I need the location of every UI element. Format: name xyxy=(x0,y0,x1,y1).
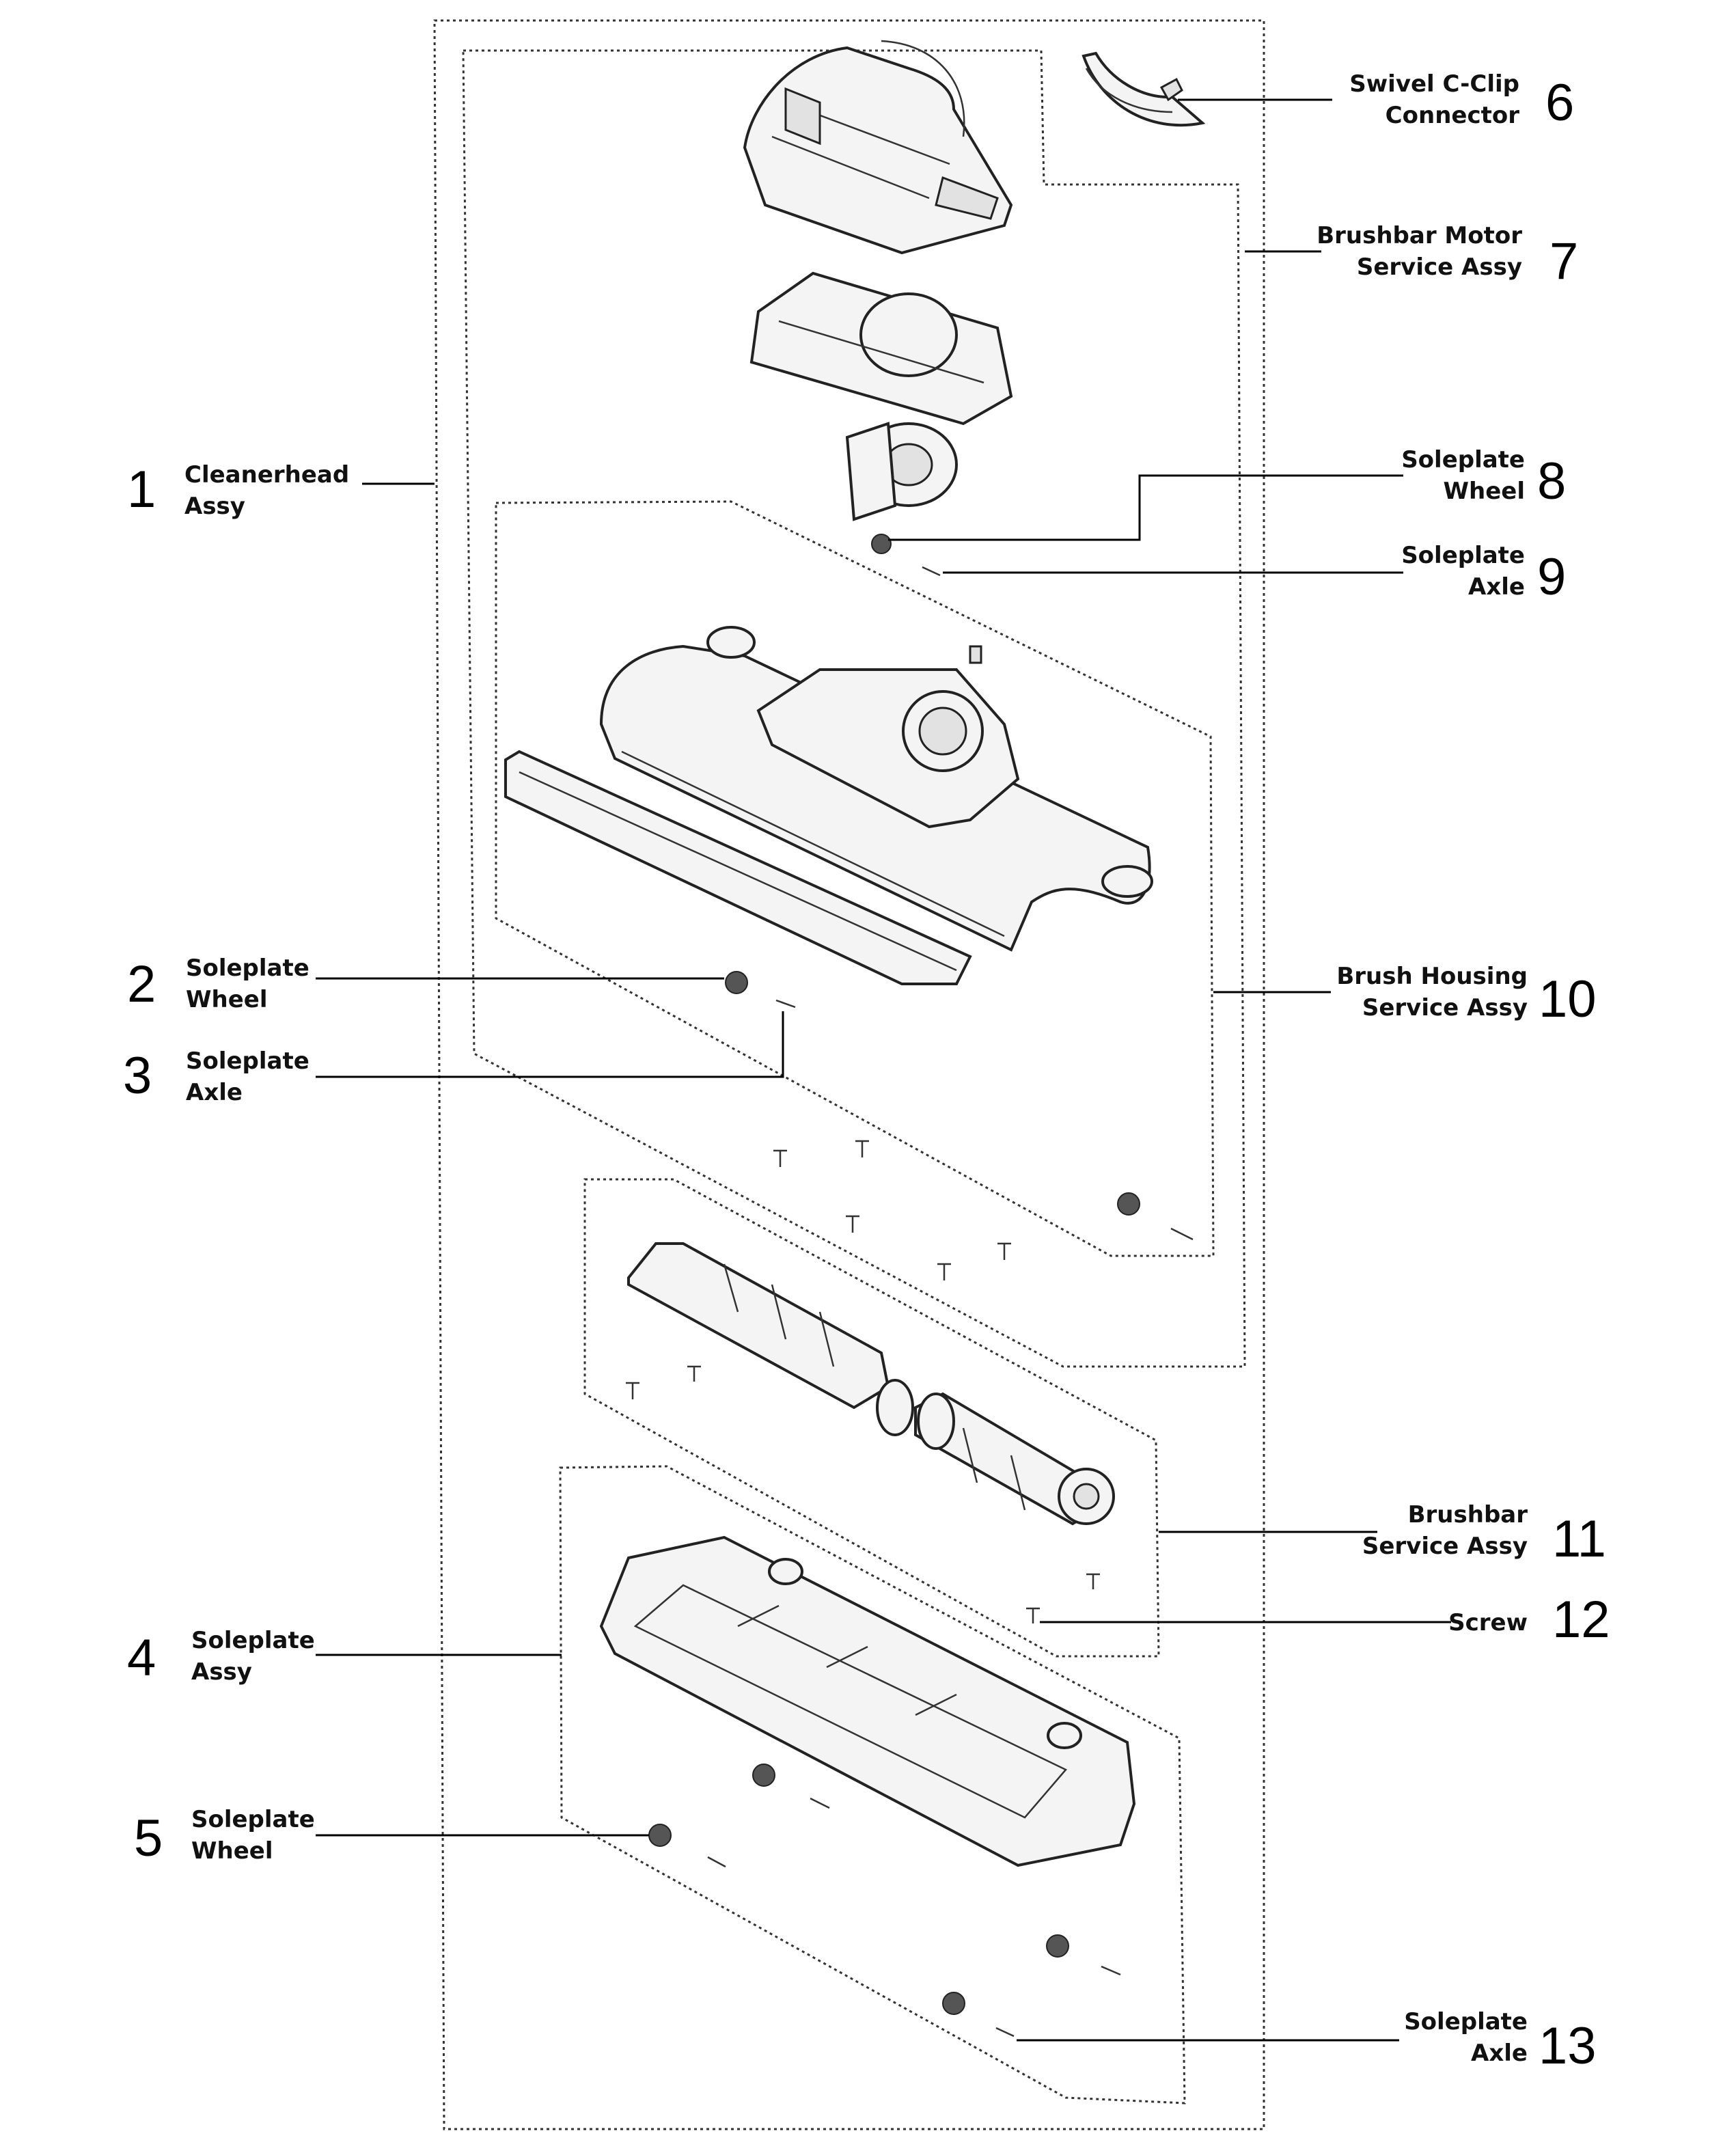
callout-10: Brush Housing Service Assy 10 xyxy=(1336,963,1596,1028)
callout-8-label-line1: Soleplate xyxy=(1401,446,1525,474)
callout-11: Brushbar Service Assy 11 xyxy=(1362,1501,1606,1568)
callout-4: 4 Soleplate Assy xyxy=(127,1627,315,1687)
swivel-c-clip-part xyxy=(1081,51,1206,127)
callout-13-label-line1: Soleplate xyxy=(1404,2008,1528,2035)
callout-7: Brushbar Motor Service Assy 7 xyxy=(1317,222,1578,290)
callout-9: Soleplate Axle 9 xyxy=(1401,542,1566,606)
callout-10-label-line2: Service Assy xyxy=(1362,994,1528,1021)
callout-4-label-line1: Soleplate xyxy=(191,1627,315,1654)
callout-5-label-line2: Wheel xyxy=(191,1837,273,1865)
soleplate-wheel-2-part xyxy=(725,971,748,994)
screw-12-part xyxy=(1026,1573,1100,1623)
leader-lines xyxy=(316,98,1451,2042)
callout-7-label-line1: Brushbar Motor xyxy=(1317,222,1522,249)
callout-8: Soleplate Wheel 8 xyxy=(1401,446,1566,510)
soleplate-part xyxy=(599,1535,1136,1867)
callout-3-label-line1: Soleplate xyxy=(186,1047,309,1075)
assembly-boundaries xyxy=(433,19,1265,2130)
callout-8-number: 8 xyxy=(1537,452,1566,510)
leader-3 xyxy=(316,1011,784,1078)
soleplate-axle-3-part xyxy=(775,999,796,1009)
brush-housing-boundary xyxy=(495,500,1215,1257)
callout-6: Swivel C-Clip Connector 6 xyxy=(1349,70,1574,132)
callout-12-label-line1: Screw xyxy=(1448,1609,1528,1636)
callout-11-label-line1: Brushbar xyxy=(1408,1501,1528,1528)
callout-3: 3 Soleplate Axle xyxy=(123,1047,309,1106)
callout-6-label-line2: Connector xyxy=(1386,102,1520,129)
callout-4-number: 4 xyxy=(127,1629,156,1687)
motor-cover-part xyxy=(743,40,1013,255)
callout-2-label-line1: Soleplate xyxy=(186,955,309,982)
callout-4-label-line2: Assy xyxy=(191,1658,252,1686)
callout-5: 5 Soleplate Wheel xyxy=(134,1806,315,1867)
callout-2-number: 2 xyxy=(127,955,156,1013)
soleplate-wheel-8-part xyxy=(871,534,892,554)
callout-2-label-line2: Wheel xyxy=(186,986,267,1013)
brushbar-motor-part xyxy=(749,271,1013,521)
callout-10-number: 10 xyxy=(1539,970,1597,1028)
callout-1: 1 Cleanerhead Assy xyxy=(127,461,349,520)
callout-1-label-line2: Assy xyxy=(184,493,245,520)
callout-7-number: 7 xyxy=(1549,232,1578,290)
soleplate-axle-9-part xyxy=(922,566,941,577)
cleanerhead-assy-boundary xyxy=(433,19,1265,2130)
brush-housing-part xyxy=(504,626,1153,985)
callout-6-number: 6 xyxy=(1545,74,1574,132)
callout-3-label-line2: Axle xyxy=(186,1079,243,1106)
callout-11-label-line2: Service Assy xyxy=(1362,1533,1528,1560)
screws-upper-part xyxy=(773,1140,1194,1280)
callout-9-label-line2: Axle xyxy=(1468,573,1525,601)
callout-10-label-line1: Brush Housing xyxy=(1336,963,1528,990)
callout-7-label-line2: Service Assy xyxy=(1357,253,1522,281)
brushbar-part xyxy=(626,1242,1115,1526)
soleplate-assy-boundary xyxy=(559,1465,1186,2104)
callout-13-label-line2: Axle xyxy=(1471,2040,1528,2067)
callout-5-label-line1: Soleplate xyxy=(191,1806,315,1833)
callout-12-number: 12 xyxy=(1552,1591,1610,1649)
leader-8 xyxy=(888,474,1403,541)
callout-3-number: 3 xyxy=(123,1047,152,1105)
callout-1-label-line1: Cleanerhead xyxy=(184,461,349,489)
callout-13-number: 13 xyxy=(1539,2017,1597,2075)
callout-13: Soleplate Axle 13 xyxy=(1404,2008,1596,2075)
callout-2: 2 Soleplate Wheel xyxy=(127,955,309,1013)
soleplate-wheels-lower-part xyxy=(648,1764,1121,2038)
callout-12: Screw 12 xyxy=(1448,1591,1610,1649)
callout-6-label-line1: Swivel C-Clip xyxy=(1349,70,1519,98)
brushbar-service-boundary xyxy=(583,1178,1160,1658)
callout-5-number: 5 xyxy=(134,1809,163,1867)
callout-8-label-line2: Wheel xyxy=(1444,478,1525,505)
callout-9-label-line1: Soleplate xyxy=(1401,542,1525,569)
callout-1-number: 1 xyxy=(127,461,156,519)
callout-11-number: 11 xyxy=(1552,1510,1606,1568)
callout-9-number: 9 xyxy=(1537,548,1566,606)
